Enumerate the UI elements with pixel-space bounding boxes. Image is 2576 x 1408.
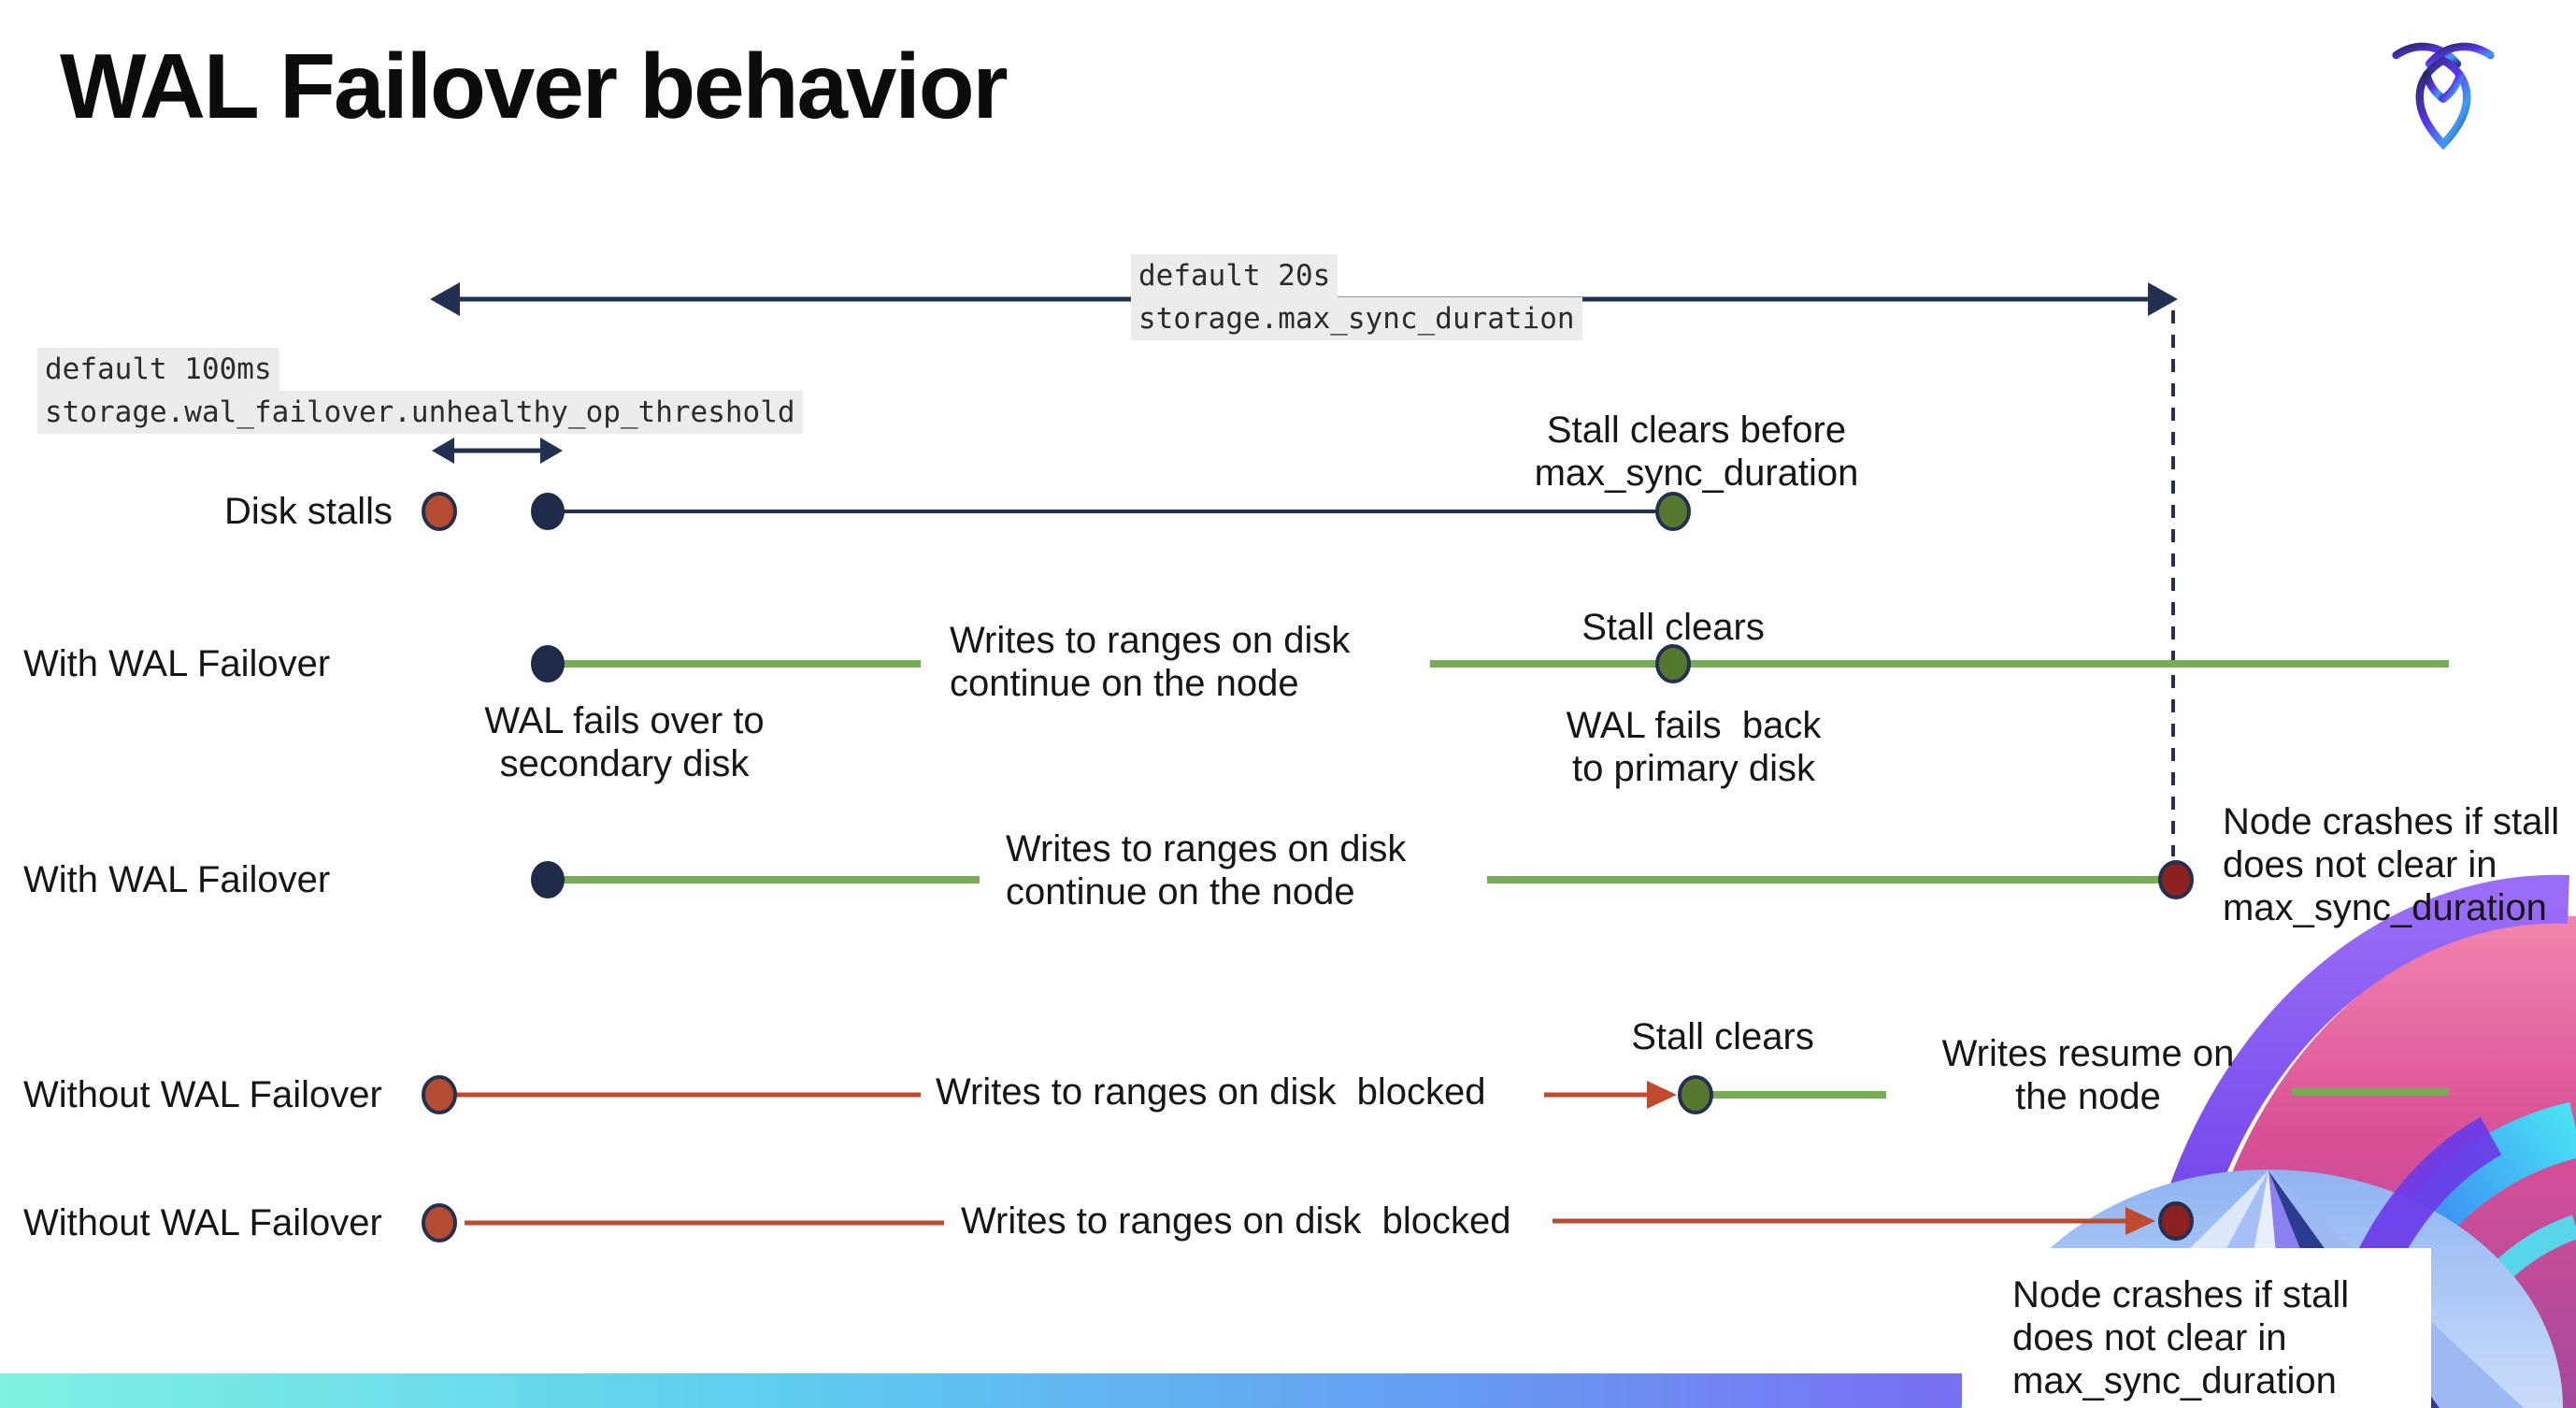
node-crash-dot	[2158, 860, 2194, 899]
writes-resume-note-line1: Writes resume on	[1941, 1033, 2235, 1074]
row-label-with-wal-failover-2: With WAL Failover	[23, 859, 331, 900]
writes-blocked-note: Writes to ranges on disk blocked	[936, 1071, 1486, 1113]
wal-fails-over-note-line1: WAL fails over to	[484, 700, 765, 741]
blocked-arrowhead	[2125, 1207, 2155, 1235]
row-label-disk-stalls: Disk stalls	[224, 491, 394, 532]
node-crashes-note-line2: does not clear in	[2223, 844, 2497, 885]
wal-fails-back-note-line1: WAL fails back	[1566, 705, 1822, 746]
writes-continue-note-line1: Writes to ranges on disk	[1006, 828, 1407, 869]
node-crashes-note-line2: does not clear in	[2012, 1317, 2287, 1358]
timeline-without-wal-failover-1	[422, 1075, 2449, 1114]
stall-clears-before-note-line2: max_sync_duration	[1534, 453, 1859, 494]
arrowhead-left	[430, 282, 460, 316]
node-crashes-note-line1: Node crashes if stall	[2223, 801, 2560, 842]
stall-start-dot	[422, 1203, 457, 1243]
page-title: WAL Failover behavior	[60, 35, 1009, 137]
writes-continue-note-line2: continue on the node	[950, 663, 1299, 704]
writes-resume-note-line2: the node	[2015, 1076, 2161, 1117]
stall-clears-note: Stall clears	[1631, 1016, 1814, 1057]
timeline-with-wal-failover-1	[531, 644, 2449, 683]
row-label-with-wal-failover-1: With WAL Failover	[23, 643, 331, 684]
blocked-arrowhead	[1647, 1081, 1677, 1109]
row-label-without-wal-failover-2: Without WAL Failover	[23, 1202, 382, 1243]
writes-continue-note-line2: continue on the node	[1006, 871, 1355, 912]
cockroachdb-logo-icon	[2392, 42, 2495, 151]
stall-clears-dot	[1655, 492, 1691, 531]
wal-fails-back-note-line2: to primary disk	[1571, 748, 1816, 789]
failover-threshold-dot	[531, 493, 565, 530]
row-label-without-wal-failover-1: Without WAL Failover	[23, 1074, 382, 1115]
unhealthy-op-threshold-arrow	[432, 438, 563, 464]
failover-dot	[531, 645, 565, 682]
node-crash-dot	[2158, 1201, 2194, 1241]
stall-clears-before-note-line1: Stall clears before	[1546, 409, 1847, 451]
timeline-with-wal-failover-2	[531, 860, 2194, 899]
failover-dot	[531, 861, 565, 898]
stall-start-dot	[422, 1075, 457, 1114]
timeline-without-wal-failover-2	[422, 1201, 2194, 1243]
unhealthy-op-threshold-default-label: default 100ms	[37, 348, 279, 391]
writes-continue-note-line1: Writes to ranges on disk	[950, 620, 1351, 661]
max-sync-duration-default-label: default 20s	[1131, 254, 1338, 297]
node-crashes-note-line1: Node crashes if stall	[2012, 1274, 2350, 1315]
arrowhead-right	[2148, 282, 2178, 316]
stall-clears-note: Stall clears	[1581, 607, 1765, 648]
stall-start-dot	[422, 492, 457, 531]
node-crashes-note-line3: max_sync_duration	[2223, 887, 2547, 928]
wal-fails-over-note-line2: secondary disk	[499, 743, 750, 784]
unhealthy-op-threshold-setting-label: storage.wal_failover.unhealthy_op_thresh…	[37, 391, 803, 434]
node-crashes-callout-box: Node crashes if stall does not clear in …	[1962, 1248, 2431, 1408]
node-crashes-note-line3: max_sync_duration	[2012, 1360, 2337, 1401]
writes-blocked-note: Writes to ranges on disk blocked	[961, 1200, 1511, 1242]
stall-clears-dot	[1678, 1075, 1713, 1114]
timeline-disk-stalls	[422, 492, 1691, 531]
stall-clears-dot	[1655, 644, 1691, 683]
max-sync-duration-setting-label: storage.max_sync_duration	[1131, 297, 1582, 340]
